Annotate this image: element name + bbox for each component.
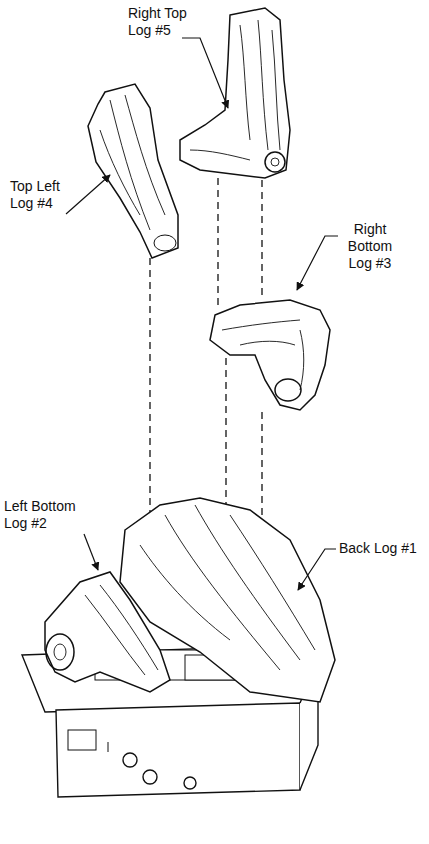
left-bottom-log	[45, 572, 170, 692]
right-top-log	[180, 8, 290, 178]
callout-label: Back Log #1	[339, 540, 425, 557]
callout-label: Right Top Log #5	[128, 5, 198, 39]
right-bottom-log	[210, 300, 330, 410]
callout-label: Right Bottom Log #3	[340, 221, 400, 272]
callout-label: Left Bottom Log #2	[4, 498, 96, 532]
top-left-log	[88, 84, 178, 258]
leader-lines	[66, 38, 338, 590]
callout-label: Top Left Log #4	[10, 178, 70, 212]
